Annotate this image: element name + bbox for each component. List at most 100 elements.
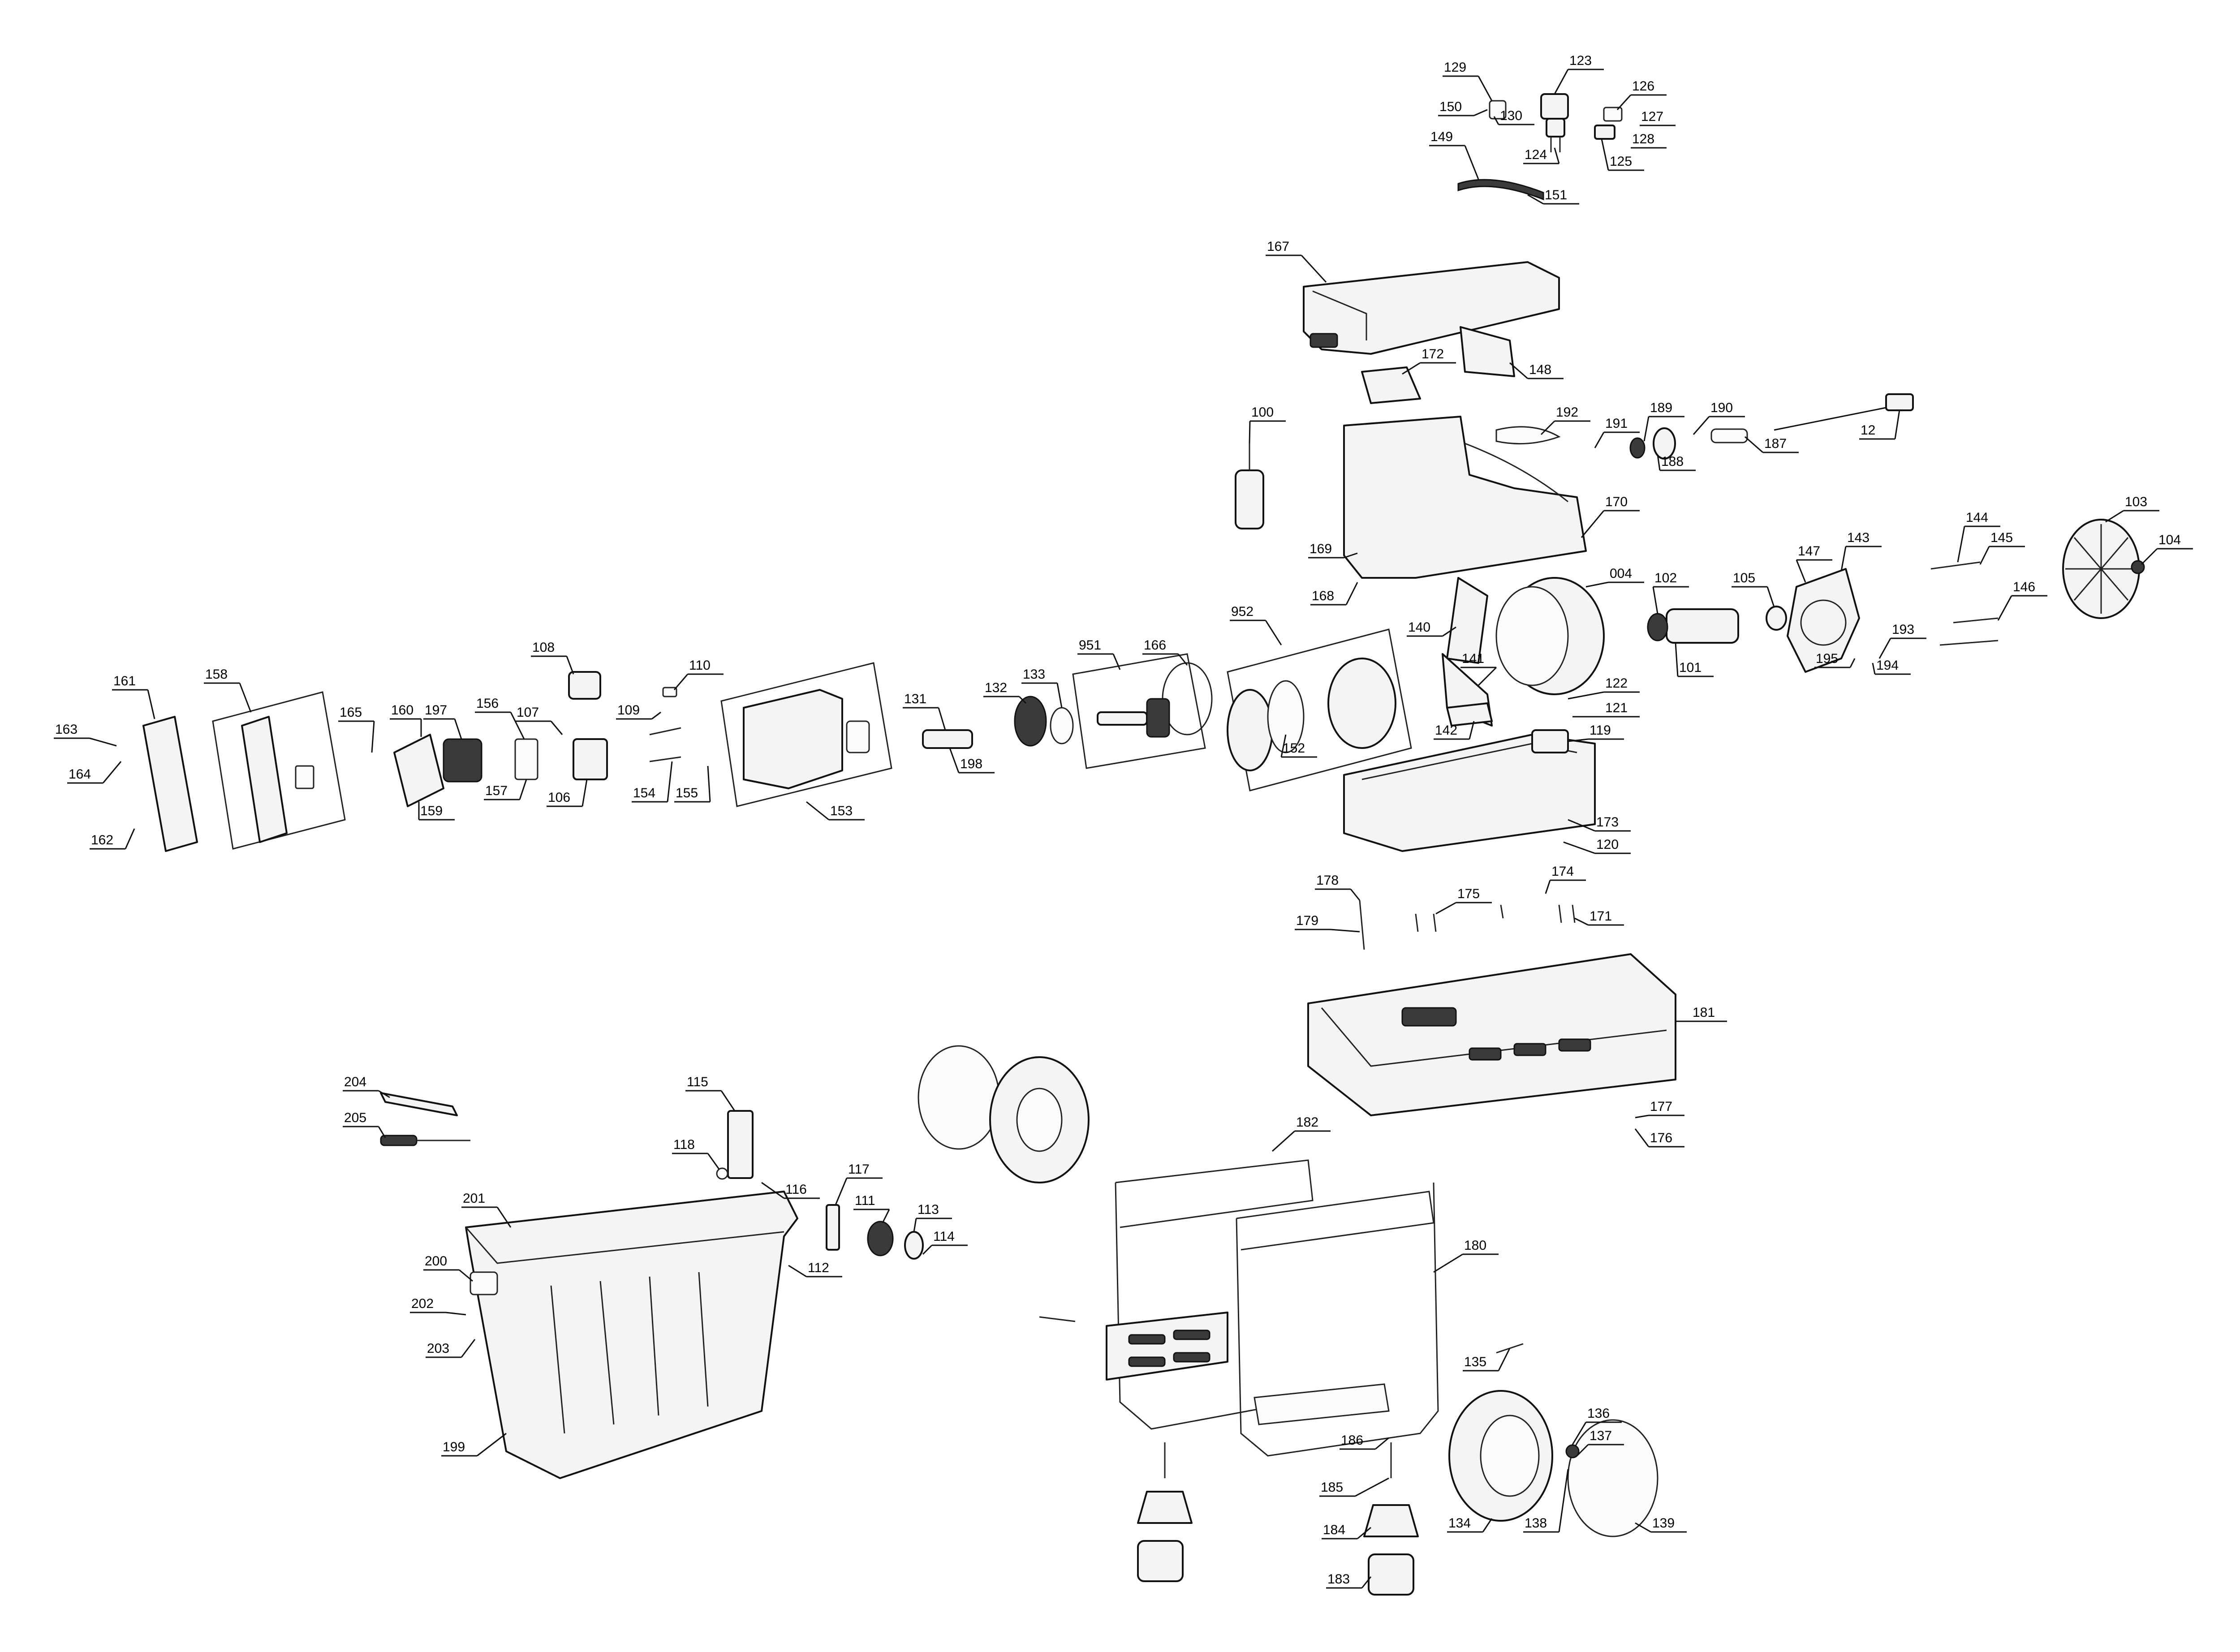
callout-126-label: 126	[1632, 79, 1654, 94]
frame-plate-vent	[1173, 1329, 1210, 1340]
callout-152-label: 152	[1283, 741, 1305, 756]
callout-120-label: 120	[1596, 837, 1619, 852]
callout-164-label: 164	[69, 767, 91, 782]
callout-154: 154	[632, 761, 673, 803]
callout-171-label: 171	[1590, 909, 1612, 924]
callout-143-label: 143	[1847, 530, 1870, 545]
gearbox-153	[720, 662, 892, 807]
callout-106: 106	[547, 779, 588, 807]
callout-951-label: 951	[1079, 638, 1101, 653]
wheel-upper	[918, 1045, 1090, 1183]
callout-116: 116	[761, 1182, 820, 1199]
part-139-shape	[1567, 1419, 1658, 1537]
part-183-shape	[1368, 1553, 1414, 1596]
callout-144: 144	[1957, 510, 2000, 563]
callout-145: 145	[1979, 530, 2025, 565]
callout-121-label: 121	[1605, 701, 1628, 715]
callout-163: 163	[54, 722, 117, 747]
callout-103-label: 103	[2125, 495, 2147, 509]
callout-195: 195	[1814, 651, 1856, 668]
small-parts-group	[514, 671, 681, 780]
callout-137: 137	[1576, 1428, 1624, 1457]
callout-106-label: 106	[548, 790, 570, 805]
ring-gear-2-shape	[1267, 680, 1305, 753]
part-147-detail	[1800, 599, 1847, 646]
part-134-hub	[1480, 1415, 1540, 1497]
callout-192: 192	[1540, 405, 1590, 435]
part-170-shape	[1343, 416, 1587, 579]
callout-199: 199	[441, 1433, 507, 1457]
part-113-shape	[904, 1231, 924, 1260]
part-118-shape	[716, 1167, 728, 1180]
callout-198: 198	[949, 748, 995, 774]
callout-164: 164	[67, 761, 122, 784]
part-174-screw	[1500, 904, 1504, 919]
callout-139: 139	[1635, 1516, 1687, 1533]
gear-housing-shape	[1327, 658, 1396, 749]
part-154-screw	[649, 727, 681, 736]
feet	[1137, 1442, 1419, 1596]
callout-181-label: 181	[1693, 1005, 1715, 1020]
callout-151-label: 151	[1545, 188, 1567, 202]
callout-172-label: 172	[1422, 347, 1444, 361]
part-951-shaft	[1097, 711, 1148, 726]
callout-184-label: 184	[1323, 1523, 1345, 1537]
callout-102-label: 102	[1654, 571, 1677, 585]
part-192-shape	[1495, 426, 1561, 445]
callout-140: 140	[1407, 620, 1456, 637]
part-119-shape	[1531, 729, 1569, 753]
callout-109-label: 109	[617, 703, 640, 718]
callout-140-label: 140	[1408, 620, 1430, 635]
callout-179-label: 179	[1296, 913, 1318, 928]
callout-113-label: 113	[918, 1202, 939, 1217]
callout-146-label: 146	[2013, 580, 2035, 594]
callout-157-label: 157	[485, 783, 508, 798]
callout-168-label: 168	[1312, 589, 1334, 603]
callout-178-label: 178	[1316, 873, 1339, 888]
callout-189: 189	[1643, 400, 1684, 442]
callout-128-label: 128	[1632, 132, 1654, 146]
part-187-shape	[1710, 428, 1748, 443]
group-158-frame	[212, 691, 346, 850]
part-144-screw	[1930, 561, 1981, 570]
frame-plate-vent	[1128, 1356, 1166, 1367]
callout-004-label: 004	[1610, 566, 1632, 581]
callout-102: 102	[1652, 571, 1689, 614]
callout-139-label: 139	[1652, 1516, 1675, 1531]
base-tray	[1343, 702, 1596, 852]
part-110-shape	[662, 687, 677, 697]
part-106-shape	[573, 738, 608, 780]
part-146-screw	[1939, 640, 1999, 646]
callout-153-label: 153	[830, 804, 853, 818]
callout-188-label: 188	[1661, 454, 1684, 469]
callout-147: 147	[1796, 544, 1832, 583]
part-102-shape	[1647, 613, 1668, 641]
part-149-shape	[1457, 179, 1544, 201]
callout-132: 132	[983, 680, 1027, 704]
callout-165: 165	[338, 705, 375, 753]
callout-112: 112	[788, 1261, 842, 1278]
part-153-shape	[743, 689, 843, 789]
callout-161-label: 161	[113, 674, 136, 688]
switch-assembly	[1457, 93, 1623, 201]
part-181-vent	[1558, 1038, 1591, 1052]
callout-130-label: 130	[1500, 108, 1522, 123]
ring-gear-shape	[1227, 689, 1273, 771]
frame-180	[1039, 1159, 1439, 1457]
callout-201: 201	[461, 1191, 512, 1228]
callout-203-label: 203	[427, 1341, 449, 1356]
group-951-frame	[1072, 653, 1206, 769]
callout-170-label: 170	[1605, 495, 1628, 509]
callout-204: 204	[343, 1075, 390, 1098]
part-133-shape	[1050, 707, 1074, 744]
part-111-shape	[867, 1221, 894, 1256]
callout-141: 141	[1460, 651, 1497, 686]
callout-130: 130	[1493, 108, 1534, 125]
wheel-cap-shape	[918, 1045, 1000, 1150]
hopper-top	[1303, 261, 1560, 404]
part-146-screw	[1953, 617, 1999, 624]
part-100-shape	[1235, 469, 1264, 529]
part-105-shape	[1766, 606, 1787, 631]
screw-row	[1359, 900, 1576, 950]
callout-117-label: 117	[848, 1162, 870, 1177]
